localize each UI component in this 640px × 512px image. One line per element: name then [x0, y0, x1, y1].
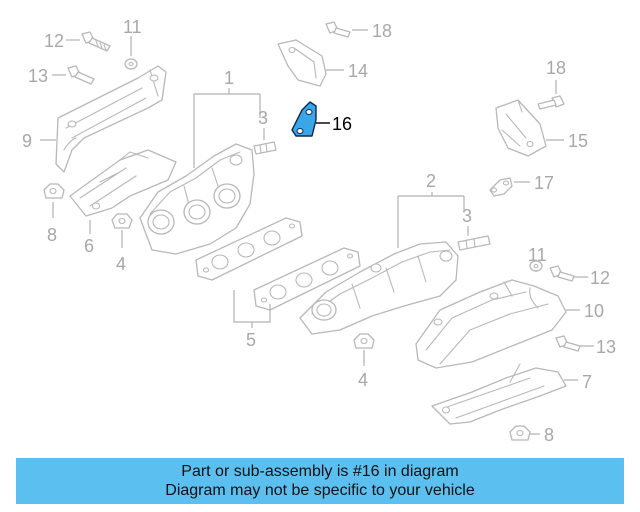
- nut-8-right: [509, 425, 531, 441]
- heat-shield-10: [415, 279, 567, 369]
- callout-16[interactable]: 16: [332, 114, 352, 134]
- gasket-5-left: [195, 217, 303, 281]
- callout-1[interactable]: 1: [224, 68, 234, 88]
- callout-12-left[interactable]: 12: [44, 31, 64, 51]
- heat-shield-6: [69, 149, 177, 217]
- nut-4-left: [111, 213, 133, 229]
- banner-line-1: Part or sub-assembly is #16 in diagram: [181, 463, 459, 480]
- callout-11-left[interactable]: 11: [123, 17, 142, 37]
- leader-2: [397, 192, 465, 248]
- callout-14[interactable]: 14: [348, 61, 368, 81]
- leader-1: [193, 88, 261, 168]
- callout-3-right[interactable]: 3: [462, 206, 472, 226]
- callout-5[interactable]: 5: [246, 330, 256, 350]
- callout-12-right[interactable]: 12: [590, 268, 610, 288]
- callout-4-left[interactable]: 4: [116, 254, 126, 274]
- bolt-13-left: [67, 65, 95, 85]
- bolt-13-right: [555, 335, 581, 352]
- nut-8-left: [43, 183, 65, 199]
- exhaust-manifold-1: [139, 143, 255, 255]
- callout-18-top[interactable]: 18: [372, 21, 392, 41]
- bolt-18-top: [325, 21, 351, 38]
- stud-12-right: [549, 265, 575, 282]
- washer-11-right: [529, 260, 543, 272]
- stud-3-right: [457, 235, 491, 251]
- callout-13-left[interactable]: 13: [28, 66, 48, 86]
- callout-2[interactable]: 2: [426, 171, 436, 191]
- callout-18-right[interactable]: 18: [546, 58, 566, 78]
- exhaust-manifold-2: [299, 241, 459, 335]
- washer-11-left: [124, 36, 138, 70]
- banner-line-2: Diagram may not be specific to your vehi…: [165, 482, 475, 499]
- bolt-18-right: [537, 95, 565, 110]
- heat-shield-7: [431, 363, 567, 425]
- callout-7[interactable]: 7: [582, 372, 592, 392]
- callout-11-right[interactable]: 11: [528, 245, 547, 265]
- bracket-17: [489, 177, 513, 197]
- callout-8-right[interactable]: 8: [544, 425, 554, 445]
- callout-8-left[interactable]: 8: [47, 225, 57, 245]
- bracket-16[interactable]: [291, 101, 317, 137]
- nut-4-right: [353, 333, 375, 349]
- callout-9[interactable]: 9: [22, 131, 32, 151]
- heat-shield-9: [55, 65, 167, 173]
- callout-4-right[interactable]: 4: [358, 370, 368, 390]
- stud-12-left: [81, 31, 111, 52]
- heat-shield-15: [495, 99, 547, 157]
- callout-15[interactable]: 15: [568, 131, 588, 151]
- stud-3-left: [253, 141, 277, 155]
- callout-3-left[interactable]: 3: [258, 108, 268, 128]
- callout-6[interactable]: 6: [84, 236, 94, 256]
- callout-17[interactable]: 17: [534, 173, 554, 193]
- callout-10[interactable]: 10: [584, 301, 604, 321]
- bracket-14: [277, 39, 327, 87]
- gasket-5-right: [253, 247, 361, 311]
- callout-13-right[interactable]: 13: [596, 337, 616, 357]
- leader-5: [233, 290, 271, 328]
- info-banner: Part or sub-assembly is #16 in diagram D…: [16, 458, 624, 504]
